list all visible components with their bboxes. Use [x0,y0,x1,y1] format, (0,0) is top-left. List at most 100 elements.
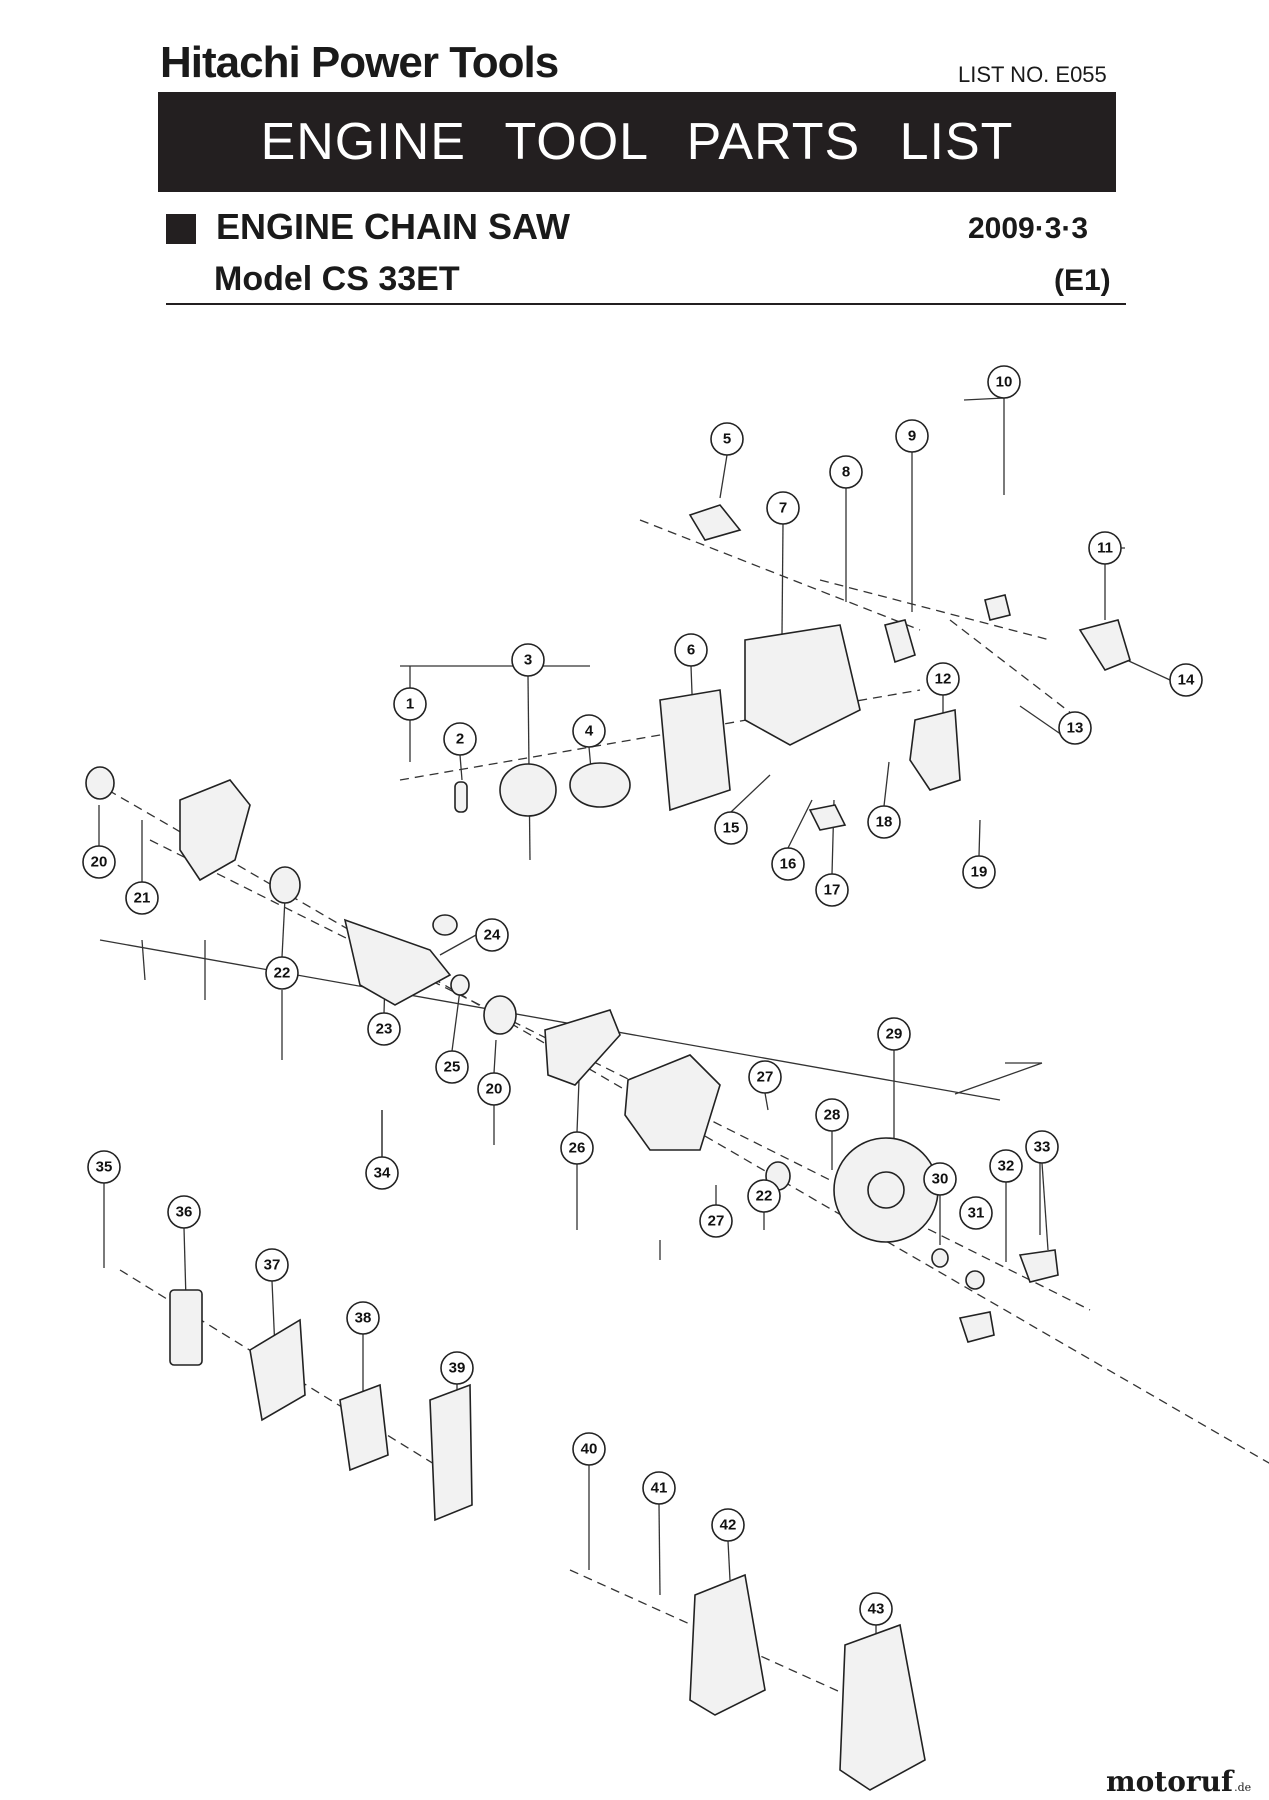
callout-circle [699,1204,733,1238]
callout-30: 30 [923,1162,957,1196]
callout-2: 2 [443,722,477,756]
flywheel-hub-part [867,1171,905,1209]
callout-circle [440,1351,474,1385]
callout-number: 22 [756,1188,773,1205]
header-rule [166,303,1126,305]
callout-circle [766,491,800,525]
callout-number: 41 [651,1480,668,1497]
callout-circle [674,633,708,667]
callout-11: 11 [1088,531,1122,565]
callout-circle [926,662,960,696]
callout-6: 6 [674,633,708,667]
callout-number: 31 [968,1205,985,1222]
callout-number: 18 [876,814,893,831]
callout-number: 38 [355,1310,372,1327]
callout-40: 40 [572,1432,606,1466]
callout-circle [167,1195,201,1229]
assembly-axis [639,519,921,631]
tool-type: ENGINE CHAIN SAW [216,206,571,247]
watermark-text: motoruf [1106,1765,1234,1798]
leader-line [576,1079,580,1133]
callout-23: 23 [367,1012,401,1046]
leader-line [781,523,784,635]
callout-28: 28 [815,1098,849,1132]
callout-circle [265,956,299,990]
callout-circle [475,918,509,952]
leader-line [883,761,890,807]
assembly-axis [149,839,1091,1311]
callout-number: 6 [687,642,695,659]
callout-36: 36 [167,1195,201,1229]
callout-39: 39 [440,1351,474,1385]
callout-circle [367,1012,401,1046]
bearing-part [483,995,517,1035]
pawl-part [1018,1249,1059,1283]
callout-circle [1169,663,1203,697]
intake-plate-part [808,804,847,831]
callout-circle [989,1149,1023,1183]
callout-circle [711,1508,745,1542]
callout-circle [642,1471,676,1505]
oil-seal-part [85,766,115,800]
callout-33: 33 [1025,1130,1059,1164]
callout-8: 8 [829,455,863,489]
callout-circle [1058,711,1092,745]
callout-number: 27 [757,1069,774,1086]
callout-number: 13 [1067,720,1084,737]
callout-26: 26 [560,1131,594,1165]
callout-number: 20 [486,1081,503,1098]
spark-plug-part [884,619,916,664]
crankcase-half-part [179,779,251,882]
callout-number: 33 [1034,1139,1051,1156]
callout-circle [867,805,901,839]
callout-number: 43 [868,1601,885,1618]
callout-circle [959,1196,993,1230]
callout-number: 29 [886,1026,903,1043]
leader-line [493,1039,497,1074]
callout-number: 36 [176,1204,193,1221]
callout-number: 35 [96,1159,113,1176]
callout-22: 22 [747,1179,781,1213]
callout-15: 15 [714,811,748,845]
callout-circle [987,365,1021,399]
callout-circle [710,422,744,456]
callout-17: 17 [815,873,849,907]
callout-circle [747,1179,781,1213]
callout-25: 25 [435,1050,469,1084]
callout-circle [815,1098,849,1132]
callout-circle [714,811,748,845]
callout-20: 20 [477,1072,511,1106]
callout-29: 29 [877,1017,911,1051]
callout-22: 22 [265,956,299,990]
callout-number: 27 [708,1213,725,1230]
watermark-suffix: .de [1234,1781,1252,1794]
plate-part [429,1383,473,1522]
callout-number: 8 [842,464,850,481]
crankshaft-part [343,918,452,1006]
piston-part [499,763,557,817]
callout-number: 40 [581,1441,598,1458]
leader-line [451,989,461,1052]
callout-18: 18 [867,805,901,839]
callout-12: 12 [926,662,960,696]
leader-line [719,454,728,499]
callout-number: 14 [1178,672,1195,689]
model-name: Model CS 33ET [214,260,460,298]
leader-line [99,939,1001,1101]
callout-number: 3 [524,652,532,669]
callout-circle [572,1432,606,1466]
washer-part [450,974,470,996]
callout-circle [87,1150,121,1184]
callout-3: 3 [511,643,545,677]
callout-circle [125,881,159,915]
piston-pin-part [454,781,468,813]
leader-line [727,1540,731,1581]
leader-line [954,1062,1043,1095]
callout-number: 23 [376,1021,393,1038]
callout-number: 34 [374,1165,391,1182]
leader-line [787,799,813,849]
callout-43: 43 [859,1592,893,1626]
watermark-logo: motoruf.de [1106,1765,1251,1798]
callout-number: 32 [998,1158,1015,1175]
